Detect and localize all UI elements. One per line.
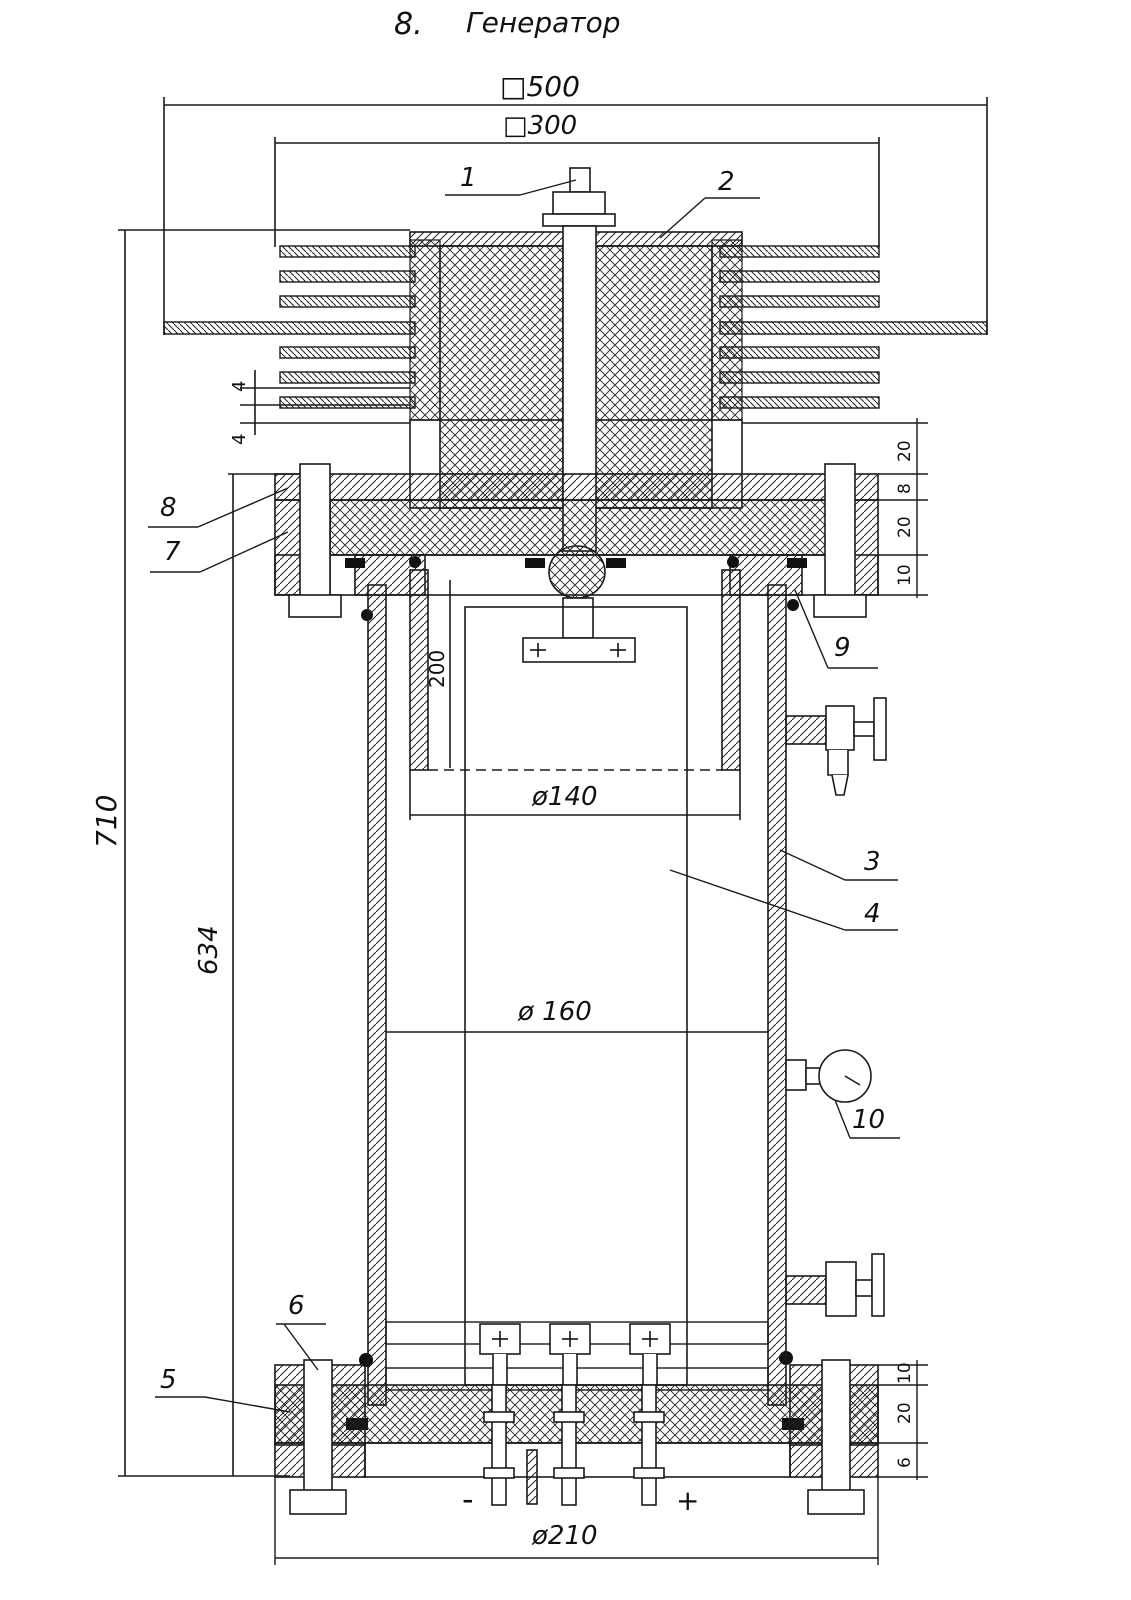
dim-bottom-stack-10: 10 — [895, 1362, 915, 1384]
top-flange — [274, 473, 879, 596]
terminal-plus: + — [676, 1484, 699, 1517]
dim-label-fin-gap: 4 — [229, 434, 250, 445]
body-tube — [367, 584, 787, 1406]
dim-label-300: □300 — [503, 111, 577, 141]
callout-1: 1 — [460, 163, 477, 193]
dim-bottom-stack-20: 20 — [895, 1402, 915, 1424]
inner-cup — [409, 569, 741, 820]
dim-label-500: □500 — [500, 70, 580, 103]
callout-7: 7 — [164, 537, 181, 567]
dim-bottom-stack-6: 6 — [895, 1457, 915, 1468]
bottom-terminals — [479, 1323, 671, 1506]
dim-top-stack-20a: 20 — [895, 440, 915, 462]
callout-2: 2 — [718, 167, 735, 197]
dim-label-634: 634 — [194, 925, 224, 975]
top-bolts — [288, 463, 867, 618]
pressure-gauge — [785, 1049, 872, 1103]
callout-9: 9 — [834, 633, 851, 663]
upper-valve — [785, 697, 887, 796]
dim-top-stack-8: 8 — [895, 483, 915, 494]
callout-5: 5 — [160, 1365, 177, 1395]
dim-label-160: ø 160 — [517, 997, 592, 1027]
inner-electrode — [464, 606, 688, 1386]
bottom-bolts — [289, 1359, 865, 1515]
callout-3: 3 — [864, 847, 881, 877]
dim-label-210: ø210 — [531, 1521, 598, 1551]
dim-top-stack-20b: 20 — [895, 516, 915, 538]
dim-top-stack-10: 10 — [895, 564, 915, 586]
callout-6: 6 — [288, 1291, 305, 1321]
dim-label-710: 710 — [90, 795, 123, 848]
dim-label-200: 200 — [425, 650, 449, 688]
drawing-number: 8. — [394, 7, 423, 42]
cooling-fins — [163, 245, 988, 409]
callout-10: 10 — [852, 1105, 885, 1135]
callout-4: 4 — [864, 899, 881, 929]
dim-label-140: ø140 — [531, 782, 598, 812]
drawing-title: Генератор — [466, 6, 621, 39]
lower-valve — [785, 1253, 885, 1317]
top-insulation-block — [409, 231, 743, 509]
callout-8: 8 — [160, 493, 177, 523]
terminal-minus: - — [462, 1480, 474, 1518]
dim-label-fin-thickness: 4 — [229, 381, 250, 392]
